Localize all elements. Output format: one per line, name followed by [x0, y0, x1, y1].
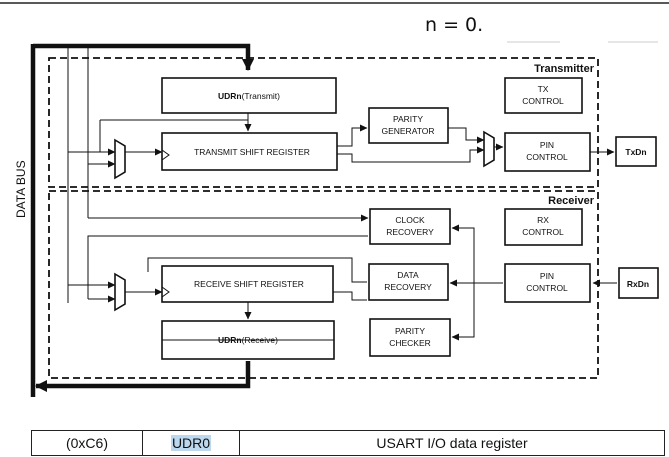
register-address-cell: (0xC6) — [31, 430, 143, 456]
data-recovery-label-2: RECOVERY — [384, 282, 432, 292]
rx-control-label-2: CONTROL — [522, 227, 564, 237]
receiver-wiring — [68, 224, 617, 341]
udr-receive-to-data-bus — [35, 361, 251, 392]
svg-text:UDRn(Transmit): UDRn(Transmit) — [218, 91, 280, 101]
register-name: UDR0 — [170, 435, 212, 451]
transmitter-wiring — [67, 46, 615, 303]
register-name-cell: UDR0 — [142, 430, 240, 456]
register-description: USART I/O data register — [376, 435, 528, 451]
data-recovery-label-1: DATA — [397, 270, 419, 280]
svg-text:UDRn(Receive): UDRn(Receive) — [218, 335, 278, 345]
receiver-label: Receiver — [548, 195, 595, 207]
rxdn-label: RxDn — [627, 279, 649, 289]
data-bus-to-udr-transmit — [33, 43, 254, 71]
transmit-shift-register-block: TRANSMIT SHIFT REGISTER — [161, 132, 338, 171]
register-address: (0xC6) — [65, 435, 108, 451]
rx-control-label-1: RX — [537, 215, 549, 225]
parity-checker-label-2: CHECKER — [389, 338, 431, 348]
register-row: (0xC6) UDR0 USART I/O data register — [31, 430, 665, 456]
udr-receive-suffix: (Receive) — [242, 335, 279, 345]
clock-recovery-block: CLOCK RECOVERY — [369, 208, 451, 245]
caption-text: n = 0. — [425, 14, 483, 36]
register-table: (0xC6) UDR0 USART I/O data register — [31, 430, 665, 456]
transmit-shift-register-label: TRANSMIT SHIFT REGISTER — [194, 147, 310, 157]
tx-output-mux — [483, 130, 495, 168]
receive-shift-register-label: RECEIVE SHIFT REGISTER — [194, 279, 304, 289]
parity-generator-block: PARITY GENERATOR — [368, 107, 449, 144]
rxdn-pin-block: RxDn — [618, 267, 659, 299]
parity-generator-label-2: GENERATOR — [381, 126, 434, 136]
rx-pin-control-label-1: PIN — [540, 271, 554, 281]
tx-control-label-2: CONTROL — [522, 96, 564, 106]
tx-pin-control-label-2: CONTROL — [526, 152, 568, 162]
rx-control-block: RX CONTROL — [504, 208, 583, 246]
usart-block-diagram: n = 0. DATA BUS Transmitter Receiver — [0, 2, 669, 397]
udr-transmit-block: UDRn(Transmit) — [161, 77, 337, 114]
tx-control-label-1: TX — [538, 84, 549, 94]
rx-pin-control-label-2: CONTROL — [526, 283, 568, 293]
udr-receive-prefix: UDRn — [218, 335, 242, 345]
rx-input-mux — [114, 272, 126, 312]
data-bus-label: DATA BUS — [14, 160, 28, 218]
udr-transmit-suffix: (Transmit) — [242, 91, 281, 101]
tx-control-block: TX CONTROL — [504, 77, 583, 114]
clock-recovery-label-2: RECOVERY — [386, 227, 434, 237]
parity-checker-block: PARITY CHECKER — [369, 318, 451, 357]
register-description-cell: USART I/O data register — [239, 430, 665, 456]
rx-pin-control-block: PIN CONTROL — [504, 263, 591, 303]
txdn-label: TxDn — [625, 147, 646, 157]
clock-recovery-label-1: CLOCK — [395, 215, 425, 225]
transmitter-section — [48, 57, 599, 188]
transmitter-label: Transmitter — [534, 63, 595, 75]
txdn-pin-block: TxDn — [615, 136, 657, 167]
parity-generator-label-1: PARITY — [393, 114, 423, 124]
data-recovery-block: DATA RECOVERY — [368, 263, 449, 301]
tx-pin-control-label-1: PIN — [540, 140, 554, 150]
receive-shift-register-block: RECEIVE SHIFT REGISTER — [161, 265, 334, 303]
parity-checker-label-1: PARITY — [395, 326, 425, 336]
tx-pin-control-block: PIN CONTROL — [504, 132, 591, 172]
udr-transmit-prefix: UDRn — [218, 91, 242, 101]
tx-input-mux — [114, 138, 126, 180]
udr-receive-block: UDRn(Receive) — [161, 320, 335, 360]
